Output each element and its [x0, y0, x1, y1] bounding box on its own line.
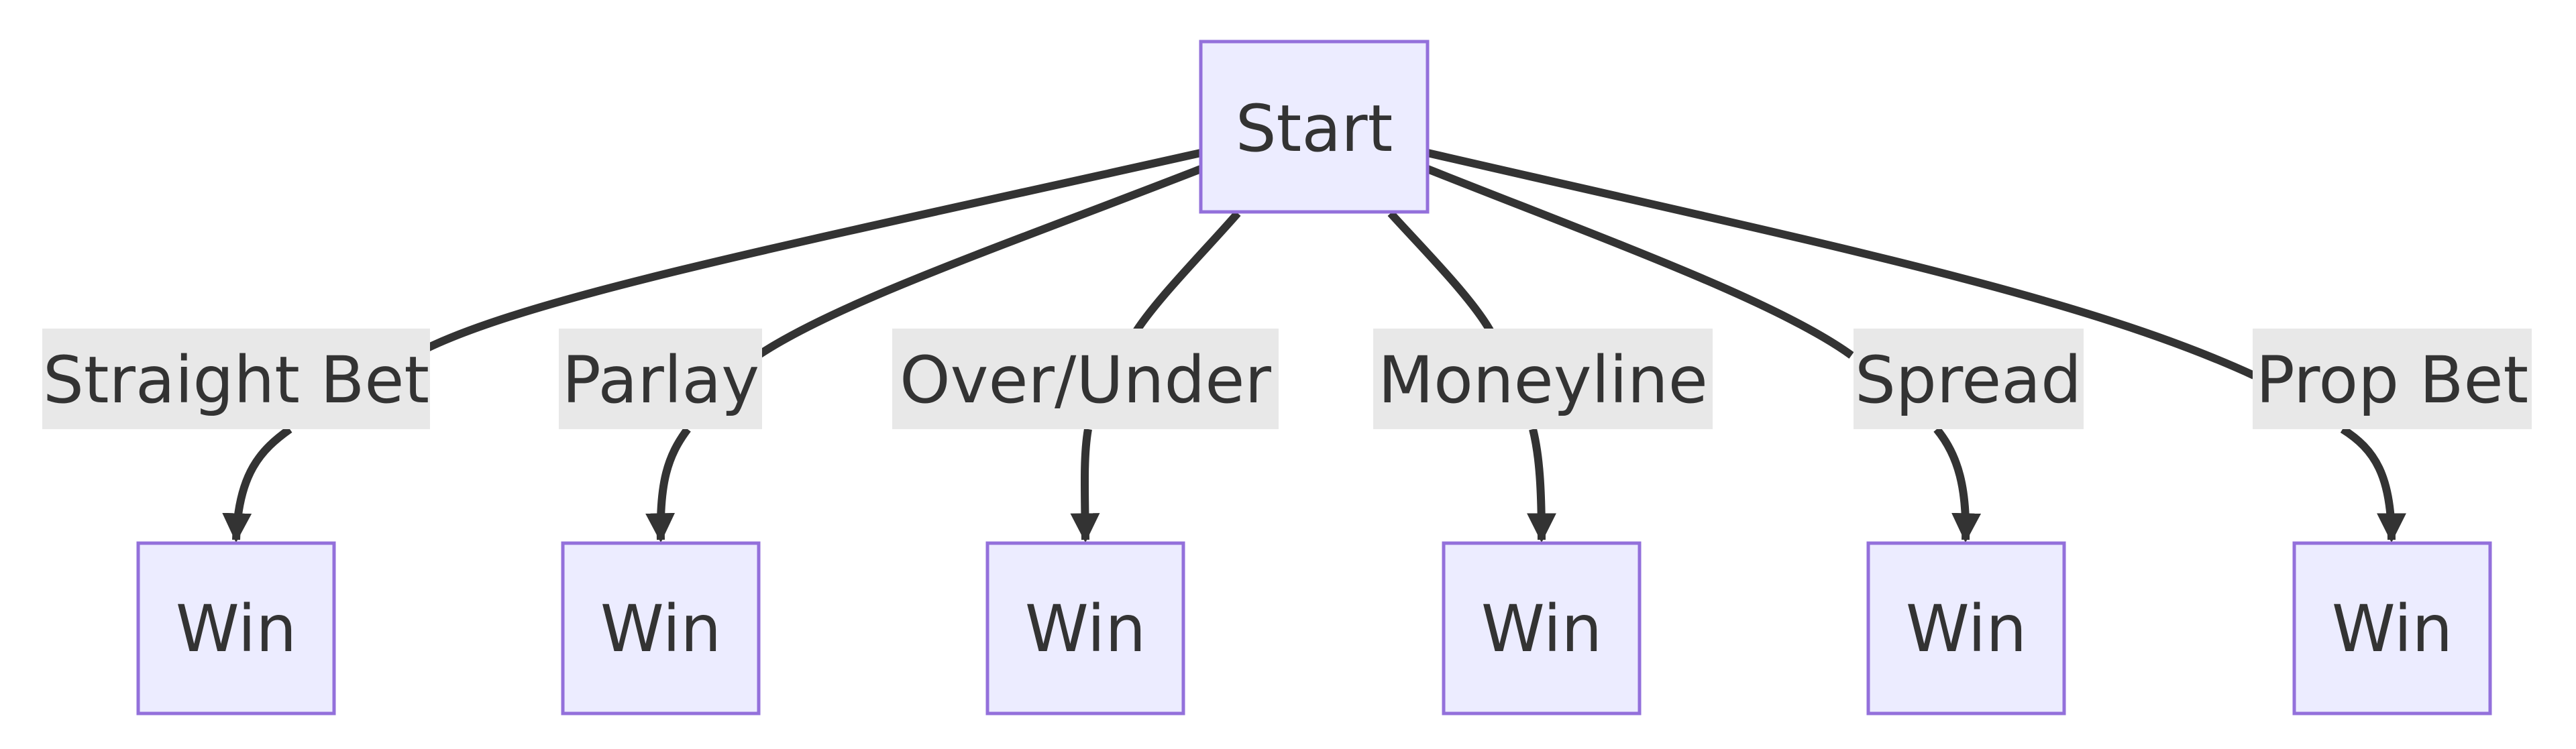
win-node-label: Win [1025, 591, 1146, 667]
win-node-label: Win [2332, 591, 2453, 667]
edge-start-over-under [1130, 211, 1241, 338]
win-node-moneyline[interactable]: Win [1442, 541, 1642, 715]
edge-start-straight-bet [424, 149, 1202, 353]
win-node-straight-bet[interactable]: Win [136, 541, 336, 715]
edge-label-prop-bet-text: Prop Bet [2256, 343, 2528, 418]
edge-start-spread [1426, 165, 1854, 359]
edge-label-parlay: Parlay [559, 329, 762, 429]
edge-parlay-win [645, 426, 691, 543]
win-node-label: Win [1906, 591, 2027, 667]
win-edges [222, 425, 2406, 543]
edge-label-straight-bet: Straight Bet [42, 329, 430, 429]
start-node[interactable]: Start [1199, 40, 1430, 214]
edge-over-under-win [1070, 428, 1100, 543]
start-edges [424, 149, 2256, 380]
edge-start-moneyline [1387, 210, 1497, 337]
edge-start-prop-bet [1426, 149, 2256, 380]
edge-label-moneyline: Moneyline [1373, 329, 1713, 429]
win-node-spread[interactable]: Win [1866, 541, 2066, 715]
edge-label-spread-text: Spread [1855, 343, 2082, 418]
win-node-parlay[interactable]: Win [561, 541, 761, 715]
edge-label-prop-bet: Prop Bet [2253, 329, 2532, 429]
edge-label-straight-bet-text: Straight Bet [43, 343, 429, 418]
win-node-label: Win [600, 591, 721, 667]
edge-label-parlay-text: Parlay [562, 343, 759, 418]
edge-label-spread: Spread [1854, 329, 2084, 429]
edge-start-parlay [755, 165, 1203, 359]
edge-label-over-under: Over/Under [892, 329, 1279, 429]
edge-straight-bet-win [222, 426, 292, 543]
edge-prop-bet-win [2340, 425, 2406, 543]
win-node-label: Win [176, 591, 297, 667]
start-node-label: Start [1236, 91, 1393, 166]
win-node-prop-bet[interactable]: Win [2292, 541, 2492, 715]
edge-label-moneyline-text: Moneyline [1378, 343, 1708, 418]
edge-moneyline-win [1526, 428, 1556, 543]
win-node-over-under[interactable]: Win [985, 541, 1185, 715]
edge-label-over-under-text: Over/Under [900, 343, 1271, 418]
edge-spread-win [1933, 426, 1982, 543]
win-node-label: Win [1481, 591, 1602, 667]
